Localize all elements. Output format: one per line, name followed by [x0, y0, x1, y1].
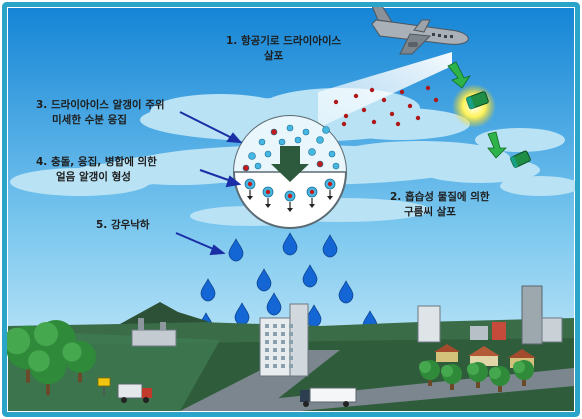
- dry-ice-particle: [343, 113, 349, 119]
- dry-ice-particle: [389, 111, 395, 117]
- raindrop-icon: [256, 268, 272, 292]
- step-4-label: 4. 충돌, 응집, 병합에 의한 얼음 알갱이 형성: [36, 155, 157, 185]
- raindrop-icon: [282, 232, 298, 256]
- tree-icon: [441, 364, 462, 390]
- raindrop-icon: [200, 278, 216, 302]
- canister-icon: [466, 91, 489, 110]
- pointer-arrows: [175, 111, 243, 256]
- dry-ice-particle: [361, 107, 367, 113]
- dry-ice-particle: [353, 93, 359, 99]
- dry-ice-particle: [369, 87, 375, 93]
- tree-icon: [513, 360, 534, 386]
- canister-icon: [509, 150, 531, 168]
- step-text: 항공기로 드라이아이스: [240, 35, 342, 47]
- ice-particle: [324, 178, 336, 200]
- dry-ice-particle: [371, 119, 377, 125]
- truck-icon: [117, 383, 152, 403]
- step-text: 강우낙하: [110, 219, 150, 231]
- dry-ice-particle: [399, 89, 405, 95]
- step-1-label: 1. 항공기로 드라이아이스 살포: [226, 34, 341, 64]
- green-arrow-icon: [487, 131, 507, 159]
- seed-drop-arrows: [447, 61, 507, 159]
- seeding-spray-beam: [318, 52, 452, 128]
- water-droplet: [302, 128, 310, 136]
- dry-ice-particle: [333, 99, 339, 105]
- water-droplet: [254, 162, 262, 170]
- water-droplet: [286, 124, 294, 132]
- tree-icon: [419, 360, 440, 386]
- traffic-sign: [97, 377, 111, 396]
- tree-icon: [28, 348, 66, 396]
- dry-ice-particle: [407, 103, 413, 109]
- step-text-line2: 살포: [264, 50, 284, 62]
- step-number: 1.: [226, 35, 238, 47]
- water-droplet: [316, 136, 324, 144]
- green-arrow-icon: [447, 61, 471, 89]
- tree-icon: [62, 340, 96, 383]
- down-arrow-icon: [271, 146, 309, 182]
- ice-particle: [262, 186, 274, 208]
- water-droplet: [322, 126, 330, 134]
- step-text: 드라이아이스 알갱이 주위: [50, 99, 165, 111]
- water-droplet: [248, 152, 256, 160]
- water-droplet: [332, 162, 340, 170]
- building-icon: [259, 303, 309, 377]
- step-number: 5.: [96, 219, 108, 231]
- step-number: 4.: [36, 156, 48, 168]
- step-2-label: 2. 흡습성 물질에 의한 구름씨 살포: [390, 190, 490, 220]
- raindrop-icon: [228, 238, 244, 262]
- airplane-icon: [371, 5, 469, 55]
- dry-ice-particle: [433, 97, 439, 103]
- step-text: 충돌, 응집, 병합에 의한: [50, 156, 157, 168]
- raindrop-icon: [266, 292, 282, 316]
- ice-particle: [284, 190, 296, 212]
- step-text-line2: 미세한 수분 응집: [52, 114, 127, 126]
- raindrop-icon: [338, 280, 354, 304]
- water-droplet: [328, 150, 336, 158]
- water-droplet: [294, 136, 302, 144]
- ice-particle: [244, 178, 256, 200]
- water-droplet: [316, 160, 324, 168]
- trees: [3, 320, 534, 396]
- building-icon: [417, 285, 563, 345]
- ice-particles: [244, 178, 336, 212]
- cloud-left: [10, 163, 170, 196]
- water-droplet: [278, 138, 286, 146]
- truck-icon: [300, 387, 357, 407]
- factory: [131, 318, 177, 347]
- tree-icon: [467, 362, 488, 388]
- dry-ice-particle: [341, 121, 347, 127]
- water-droplet: [270, 128, 278, 136]
- raindrop-icon: [322, 234, 338, 258]
- ice-particle: [306, 186, 318, 208]
- tree-icon: [489, 366, 510, 392]
- dry-ice-particle: [381, 97, 387, 103]
- step-text-line2: 구름씨 살포: [404, 206, 456, 218]
- dry-ice-particle: [395, 121, 401, 127]
- step-text: 흡습성 물질에 의한: [404, 191, 490, 203]
- water-droplet: [264, 150, 272, 158]
- dry-ice-particles: [333, 85, 439, 127]
- step-3-label: 3. 드라이아이스 알갱이 주위 미세한 수분 응집: [36, 98, 165, 128]
- water-droplets: [242, 124, 340, 172]
- step-number: 3.: [36, 99, 48, 111]
- step-5-label: 5. 강우낙하: [96, 218, 150, 233]
- dry-ice-particle: [415, 115, 421, 121]
- step-number: 2.: [390, 191, 402, 203]
- raindrop-icon: [302, 264, 318, 288]
- step-text-line2: 얼음 알갱이 형성: [56, 171, 131, 183]
- water-droplet: [308, 148, 316, 156]
- dry-ice-particle: [425, 85, 431, 91]
- water-droplet: [258, 138, 266, 146]
- water-droplet: [242, 164, 250, 172]
- magnified-cloud-droplets: [233, 115, 347, 229]
